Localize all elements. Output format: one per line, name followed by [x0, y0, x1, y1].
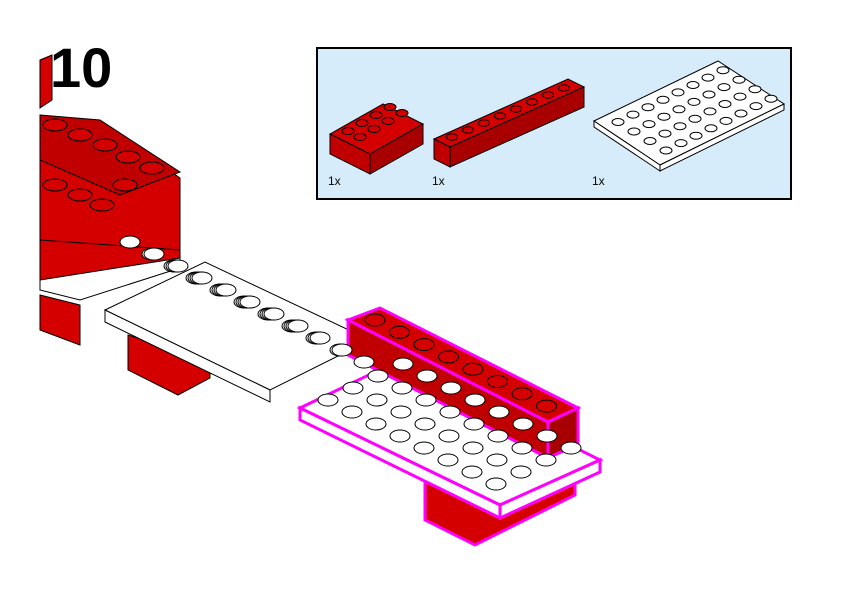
stud — [389, 325, 410, 339]
stud — [438, 350, 459, 364]
stud — [719, 116, 733, 125]
stud — [487, 375, 508, 388]
stud — [365, 417, 387, 431]
stud — [686, 81, 700, 89]
stud — [641, 103, 655, 112]
stud — [748, 85, 762, 94]
stud — [415, 393, 437, 407]
white-studs — [119, 235, 582, 491]
parts-list-panel: 1x 1x 1x — [316, 47, 792, 200]
stud — [718, 100, 732, 108]
stud — [119, 235, 141, 249]
stud — [511, 441, 533, 455]
stud — [167, 259, 189, 273]
stud — [657, 112, 671, 121]
stud — [487, 429, 509, 443]
stud — [689, 131, 703, 140]
step-number: 10 — [50, 36, 113, 99]
stud — [413, 338, 435, 352]
stud — [764, 94, 778, 103]
stud — [353, 355, 375, 369]
stud — [671, 88, 685, 97]
stud — [440, 381, 462, 395]
red-studs — [364, 313, 557, 413]
stud — [309, 331, 331, 345]
stud — [642, 120, 656, 129]
stud — [510, 465, 532, 479]
stud — [239, 295, 261, 309]
stud — [560, 441, 582, 455]
part-quantity: 1x — [592, 174, 605, 188]
stud — [535, 453, 557, 467]
red-tower — [39, 54, 182, 346]
stud — [536, 429, 558, 443]
stud — [511, 387, 533, 401]
stud — [643, 137, 657, 145]
stud — [287, 319, 309, 333]
stud — [688, 114, 702, 123]
stud — [717, 83, 731, 92]
stud — [390, 405, 412, 419]
stud — [389, 429, 411, 443]
part-red-brick-1x8 — [432, 78, 586, 168]
stud — [462, 362, 484, 376]
stud — [627, 127, 641, 136]
stud — [733, 92, 747, 101]
stud — [704, 124, 718, 133]
stud — [488, 405, 510, 419]
stud — [414, 417, 436, 431]
stud — [391, 381, 413, 395]
part-quantity: 1x — [432, 174, 445, 188]
stud — [331, 343, 353, 357]
stud — [485, 477, 507, 491]
stud — [461, 465, 483, 479]
stud — [674, 139, 688, 148]
stud — [317, 393, 339, 407]
stud — [263, 307, 285, 321]
stud — [143, 247, 165, 261]
part-quantity: 1x — [328, 174, 341, 188]
stud — [656, 95, 670, 104]
stud — [734, 109, 748, 118]
stud — [341, 405, 363, 419]
stud — [191, 271, 213, 285]
stud — [749, 102, 763, 111]
part-white-plate-4x8 — [592, 60, 786, 172]
stud — [512, 417, 534, 431]
stud — [464, 393, 486, 407]
stud — [416, 369, 438, 383]
stud — [366, 393, 388, 407]
stud — [486, 453, 508, 467]
stud — [611, 118, 625, 126]
stud — [215, 283, 237, 297]
stud — [439, 405, 461, 419]
stud — [536, 399, 557, 413]
stud — [732, 75, 746, 84]
stud — [626, 110, 640, 119]
part-red-brick-2x4 — [328, 103, 425, 175]
stud — [342, 381, 364, 395]
stud — [438, 429, 460, 443]
stud — [364, 313, 386, 327]
stud — [437, 453, 459, 467]
stud — [413, 441, 435, 455]
stud — [703, 107, 717, 116]
stud — [659, 146, 673, 155]
stud — [392, 357, 414, 371]
stud — [701, 73, 715, 82]
stud — [702, 90, 716, 99]
stud — [673, 122, 687, 131]
stud — [367, 369, 389, 383]
parts-illustrations — [328, 60, 786, 175]
stud — [463, 417, 485, 431]
stud — [462, 441, 484, 455]
stud — [687, 97, 701, 106]
stud — [716, 66, 730, 75]
white-plate-existing — [103, 261, 372, 403]
stud — [672, 105, 686, 114]
stud — [658, 129, 672, 138]
